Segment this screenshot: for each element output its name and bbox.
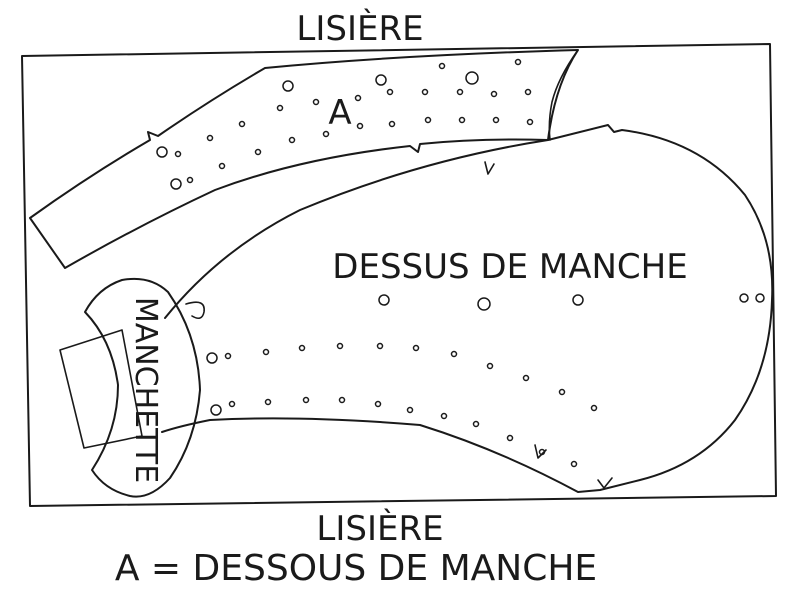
legend-label: A = DESSOUS DE MANCHE [115,548,597,589]
upper-sleeve-holes [206,293,765,468]
upper-sleeve-label: DESSUS DE MANCHE [332,247,687,287]
cuff-inner-panel [59,329,143,449]
under-sleeve-holes [156,58,534,190]
piece-a-label: A [328,93,351,133]
cuff-label: MANCHETTE [128,297,163,483]
upper-sleeve-curl [185,301,205,320]
selvedge-top-label: LISIÈRE [296,8,423,49]
upper-sleeve-notch-cap [597,477,613,489]
under-sleeve-piece [29,49,579,269]
upper-sleeve-notch-bottom [534,444,547,459]
selvedge-bottom-label: LISIÈRE [316,508,443,549]
upper-sleeve-piece [161,124,774,493]
under-sleeve-elbow-curve [548,49,579,141]
fabric-border [21,43,777,507]
upper-sleeve-notch-top [484,161,495,175]
